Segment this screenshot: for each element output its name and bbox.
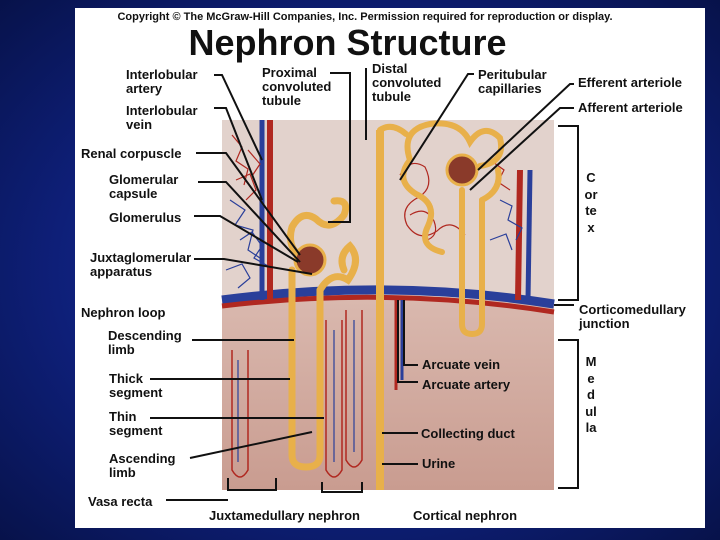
label-renal-corpuscle: Renal corpuscle: [81, 146, 182, 161]
label-afferent-arteriole: Afferent arteriole: [578, 100, 683, 115]
label-thin-segment: Thin segment: [109, 409, 163, 438]
vasa-recta: [231, 310, 363, 478]
label-corticomedullary-junction: Corticomedullary junction: [579, 302, 686, 331]
label-distal-tubule: Distal convoluted tubule: [372, 61, 442, 104]
arcuate-artery: [221, 294, 555, 315]
label-thick-segment: Thick segment: [109, 371, 163, 400]
medulla-bracket: [558, 339, 579, 489]
label-nephron-loop: Nephron loop: [81, 305, 166, 320]
label-juxtaglomerular-apparatus: Juxtaglomerular apparatus: [90, 250, 192, 279]
label-proximal-tubule: Proximal convoluted tubule: [262, 65, 332, 108]
juxtamedullary-bracket: [227, 478, 277, 491]
label-medulla: Medulla: [585, 354, 597, 435]
label-cortical-nephron: Cortical nephron: [413, 508, 518, 523]
label-glomerular-capsule: Glomerular capsule: [109, 172, 179, 201]
leader-lines: [150, 68, 574, 501]
juxtamedullary-tubule: [287, 197, 359, 471]
label-juxtamedullary-nephron: Juxtamedullary nephron: [209, 508, 360, 523]
medulla-region: [222, 300, 554, 490]
arcuate-vein: [221, 285, 555, 309]
label-vasa-recta: Vasa recta: [88, 494, 153, 509]
peritubular-capillaries-left: [225, 199, 269, 289]
label-efferent-arteriole: Efferent arteriole: [578, 75, 683, 90]
label-ascending-limb: Ascending limb: [109, 451, 176, 480]
label-peritubular-capillaries: Peritubular capillaries: [478, 67, 547, 96]
slide-title: Nephron Structure: [188, 22, 507, 63]
label-arcuate-artery: Arcuate artery: [422, 377, 511, 392]
cortical-corpuscle: [445, 153, 479, 187]
label-cortex: Cortex: [584, 170, 598, 235]
label-descending-limb: Descending limb: [108, 328, 182, 357]
label-interlobular-artery: Interlobular artery: [126, 67, 198, 96]
interlobular-vein-right: [525, 169, 533, 301]
vasa-recta-bracket: [321, 482, 363, 493]
copyright-notice: Copyright © The McGraw-Hill Companies, I…: [117, 11, 613, 23]
label-arcuate-vein: Arcuate vein: [422, 357, 501, 372]
label-urine: Urine: [422, 456, 456, 471]
cortical-tubule: [377, 120, 504, 338]
label-glomerulus: Glomerulus: [109, 210, 182, 225]
label-interlobular-vein: Interlobular vein: [126, 103, 198, 132]
cortex-bracket: [558, 125, 579, 301]
label-collecting-duct: Collecting duct: [421, 426, 515, 441]
